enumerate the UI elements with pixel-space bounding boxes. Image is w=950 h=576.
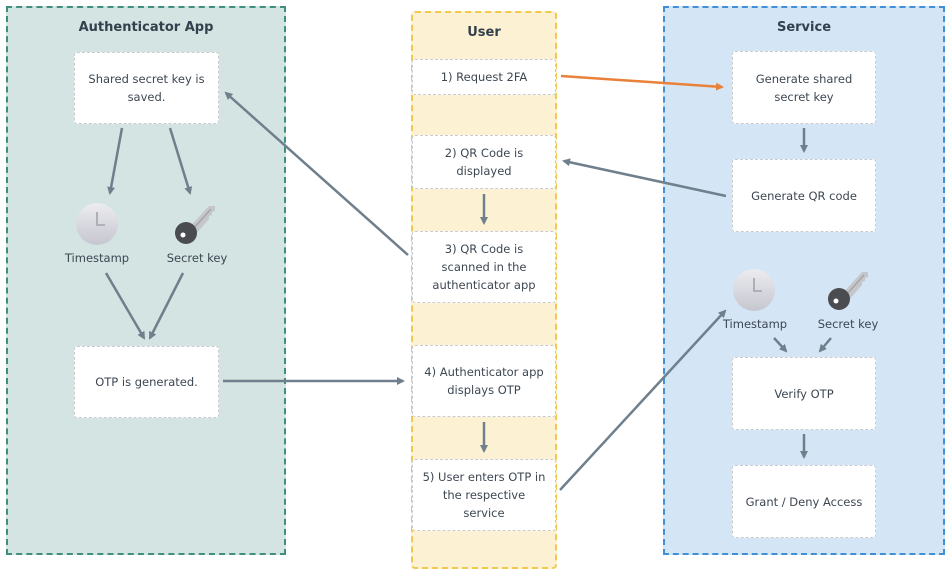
clock-icon xyxy=(75,202,119,250)
key-icon xyxy=(826,268,872,316)
grant-deny-access-box: Grant / Deny Access xyxy=(732,465,876,538)
verify-otp-box: Verify OTP xyxy=(732,357,876,430)
authenticator-app-title: Authenticator App xyxy=(78,20,214,35)
key-icon xyxy=(173,202,219,250)
generate-qr-code-box: Generate QR code xyxy=(732,159,876,232)
step-request-2fa: 1) Request 2FA xyxy=(412,59,556,95)
generate-shared-key-box: Generate shared secret key xyxy=(732,51,876,124)
service-title: Service xyxy=(776,20,832,35)
step-user-enters-otp: 5) User enters OTP in the respective ser… xyxy=(412,459,556,531)
otp-generated-box: OTP is generated. xyxy=(74,346,219,418)
shared-key-saved-box: Shared secret key is saved. xyxy=(74,52,219,124)
secret-key-label: Secret key xyxy=(166,251,228,265)
timestamp-label: Timestamp xyxy=(64,251,130,265)
secret-key-label: Secret key xyxy=(817,317,879,331)
user-title: User xyxy=(467,25,501,40)
step-otp-displayed: 4) Authenticator app displays OTP xyxy=(412,345,556,417)
clock-icon xyxy=(732,268,776,316)
step-qr-scanned: 3) QR Code is scanned in the authenticat… xyxy=(412,231,556,303)
timestamp-label: Timestamp xyxy=(722,317,788,331)
step-qr-displayed: 2) QR Code is displayed xyxy=(412,135,556,189)
